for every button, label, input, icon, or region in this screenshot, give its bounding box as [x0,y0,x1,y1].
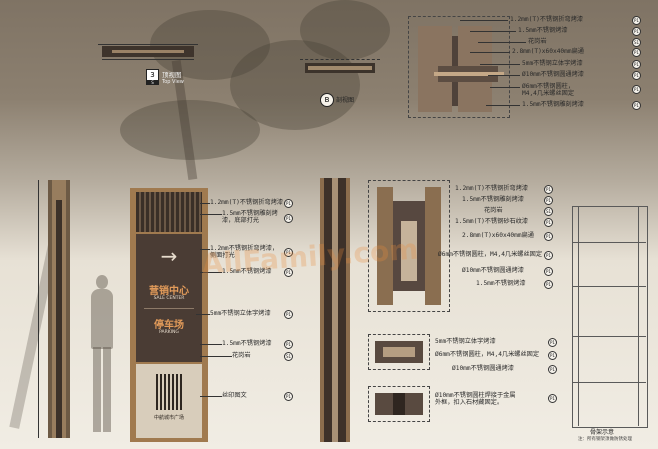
parking-en: PARKING [159,330,179,335]
section-detail-upper [368,180,450,312]
side-dims [38,180,40,438]
note-8: 1.5mm不锈钢雕刻烤漆 [522,101,584,108]
section-note-6: Ø6mm不锈钢圆柱，M4,4几米螺丝固定 [438,251,543,258]
sale-center-cn: 营销中心 [149,286,189,297]
front-note-4: 1.5mm不锈钢烤漆 [222,268,272,275]
section-note-10: Ø6mm不锈钢圆柱，M4,4几米螺丝固定 [435,351,540,358]
section-column [320,178,350,442]
person-silhouette [88,275,116,435]
top-view [98,30,198,90]
section-letter: B [320,93,334,107]
front-note-print: 丝印图文 [222,392,247,399]
view-title: 顶视图 [162,71,182,79]
section-title: 剖视图 [336,97,355,104]
section-detail-lower [368,386,430,422]
note-2: 1.5mm不锈钢烤漆 [518,27,568,34]
section-note-4: 1.5mm(T)不锈钢砂石纹漆 [455,218,529,225]
note-1: 1.2mm(T)不锈钢折弯烤漆 [510,16,584,23]
sign-main-panel: → 营销中心 SALE CENTER 停车场 PARKING [136,234,202,362]
section-note-1: 1.2mm(T)不锈钢折弯烤漆 [455,185,529,192]
frame-note: 注：所有钢架须做防锈处理 [578,437,632,442]
front-note-6: 1.5mm不锈钢烤漆 [222,340,272,347]
section-note-9: 5mm不锈钢立体字烤漆 [435,338,496,345]
note-7: Ø6mm不锈钢圆柱， M4,4几米螺丝固定 [522,83,575,97]
section-b-label: B 剖视图 [320,93,380,109]
parking-cn: 停车场 [154,320,184,331]
section-note-5: 2.8mm(T)x60x40mm扁通 [462,232,534,239]
section-detail-middle [368,334,430,370]
logo-text: 中航城市广场 [153,415,184,421]
section-b-view [300,55,380,85]
section-note-12: Ø10mm不锈钢圆柱焊接于金属 外框，扣入石材藏固定。 [435,392,516,406]
front-note-1: 1.2mm(T)不锈钢折弯烤漆 [210,199,284,206]
side-profile [48,180,70,438]
arrow-icon: → [160,244,178,268]
front-note-3: 1.2mm不锈钢折弯烤漆， 侧面打光 [210,245,279,259]
top-detail-drawing [408,16,510,118]
view-code: S [146,80,159,85]
sale-center-en: SALE CENTER [153,296,185,301]
view-subtitle: Top View [162,79,184,85]
frame-diagram [572,206,650,432]
note-4: 2.8mm(T)x60x40mm扁通 [512,48,584,55]
section-note-3: 花岗岩 [484,207,503,214]
section-note-7: Ø10mm不锈钢圆通烤漆 [462,267,524,274]
top-view-label: 3 S 顶视图 Top View [146,69,216,87]
note-5: 5mm不锈钢立体字烤漆 [522,60,583,67]
note-6: Ø10mm不锈钢圆通烤漆 [522,71,584,78]
section-note-11: Ø10mm不锈钢圆通烤漆 [452,365,514,372]
building-logo-icon [156,374,182,410]
sign-top-grille [136,192,202,232]
section-note-8: 1.5mm不锈钢烤漆 [476,280,526,287]
front-note-7: 花岗岩 [232,352,251,359]
section-note-2: 1.5mm不锈钢雕刻烤漆 [462,196,524,203]
front-note-2: 1.5mm不锈钢雕刻烤 漆，底部打光 [222,210,278,224]
sign-base-panel: 中航城市广场 [136,364,202,438]
note-3: 花岗岩 [528,38,547,45]
front-note-5: 5mm不锈钢立体字烤漆 [210,310,271,317]
frame-title: 骨架示意 [590,429,615,436]
sign-front: → 营销中心 SALE CENTER 停车场 PARKING 中航城市广场 [130,188,208,442]
